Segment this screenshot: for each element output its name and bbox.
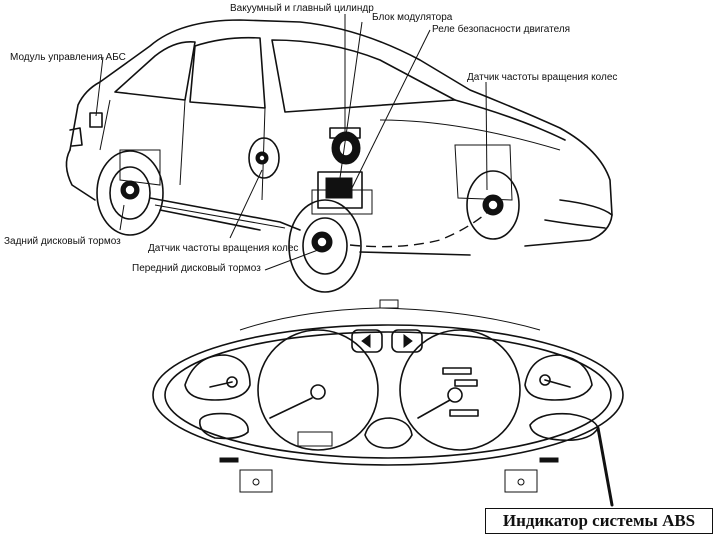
modulator-block (311, 171, 373, 215)
label-rear-brake: Задний дисковый тормоз (4, 236, 121, 247)
label-wheel-sensor-right: Датчик частоты вращения колес (467, 72, 618, 83)
abs-indicator-caption: Индикатор системы ABS (485, 508, 713, 534)
center-sensor (248, 137, 280, 179)
label-modulator: Блок модулятора (372, 12, 453, 23)
label-wheel-sensor-center: Датчик частоты вращения колес (148, 243, 299, 254)
front-left-wheel (288, 199, 362, 293)
leader-lines (95, 14, 488, 271)
front-right-wheel (466, 170, 520, 240)
rear-wheel (96, 150, 164, 236)
instrument-cluster (152, 299, 624, 493)
label-abs-module: Модуль управления АБС (10, 52, 126, 63)
label-vacuum-cylinder: Вакуумный и главный цилиндр (230, 3, 374, 14)
label-front-brake: Передний дисковый тормоз (132, 263, 261, 274)
label-engine-relay: Реле безопасности двигателя (432, 24, 571, 35)
abs-indicator-pointer (596, 426, 614, 507)
